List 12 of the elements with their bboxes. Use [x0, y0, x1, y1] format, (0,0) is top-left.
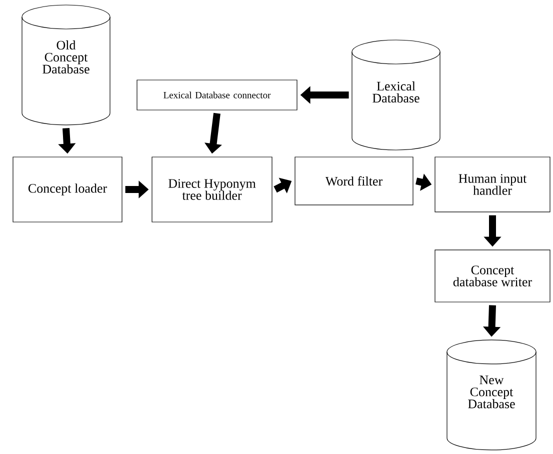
process-box: Concept loader	[12, 156, 122, 222]
process-box: Direct Hyponym tree builder	[152, 156, 272, 222]
database-cylinder: New Concept Database	[446, 340, 536, 450]
process-box: Human input handler	[434, 156, 550, 212]
connector-box: Lexical Database connector	[136, 80, 298, 110]
node-label: New Concept Database	[468, 376, 515, 408]
database-cylinder: Old Concept Database	[22, 4, 110, 126]
node-label: Lexical Database	[372, 81, 420, 103]
database-cylinder: Lexical Database	[352, 40, 440, 150]
process-box: Word filter	[294, 156, 414, 206]
node-label: Old Concept Database	[42, 40, 90, 74]
process-box: Concept database writer	[434, 250, 550, 302]
